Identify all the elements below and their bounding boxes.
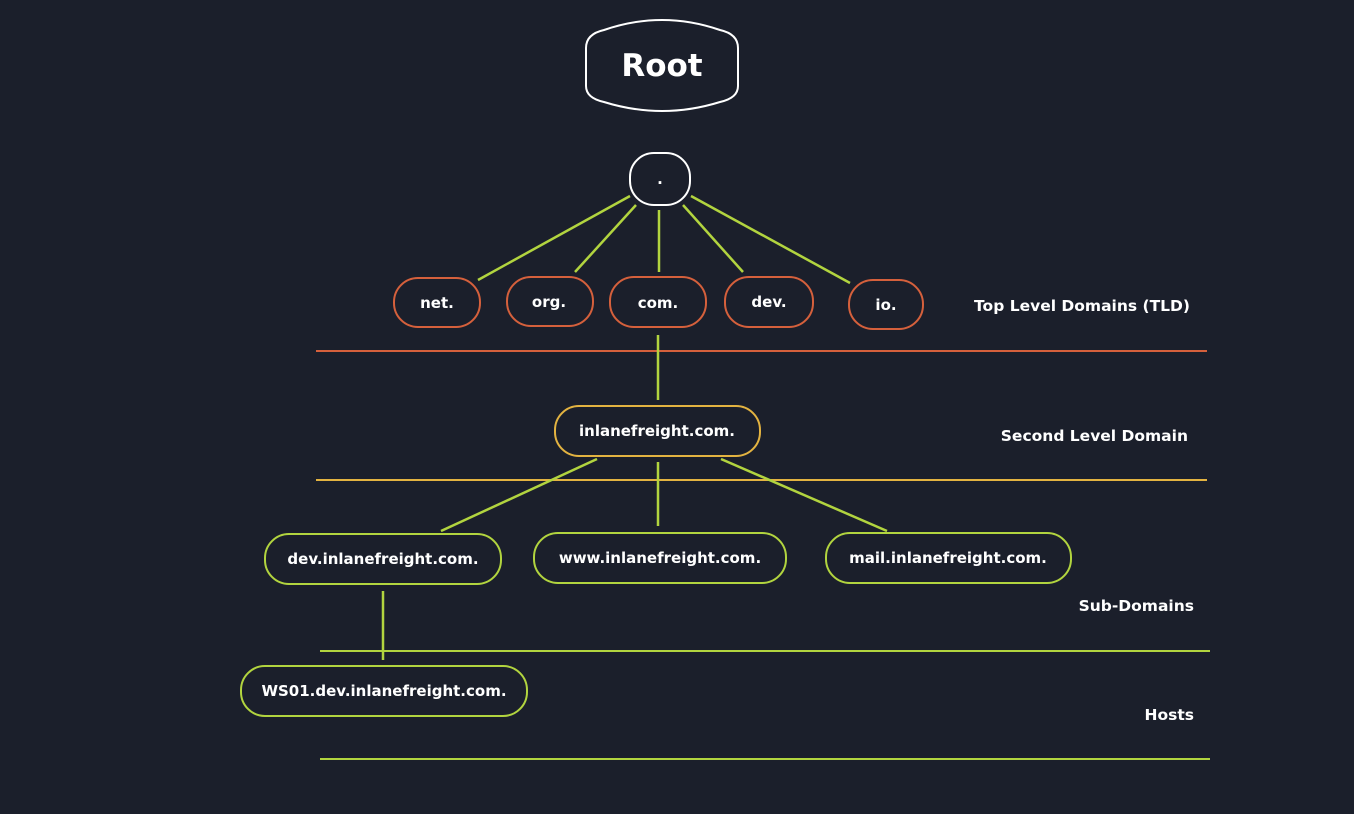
tld-node-io: io. — [848, 279, 924, 330]
root-connectors — [477, 194, 851, 285]
root-dot-node: . — [629, 152, 691, 206]
subdomain-label-www: www.inlanefreight.com. — [559, 549, 761, 567]
tld-node-net: net. — [393, 277, 481, 328]
root-dot-shape — [629, 152, 691, 206]
level-label-sub: Sub-Domains — [1079, 597, 1194, 615]
root-label: Root — [621, 48, 702, 84]
subdomain-nodes: dev.inlanefreight.com. www.inlanefreight… — [264, 532, 1072, 585]
connector-root-org — [574, 204, 637, 273]
subdomain-node-dev-shape — [264, 533, 502, 585]
tld-node-org: org. — [506, 276, 594, 327]
subdomain-node-www-shape — [533, 532, 787, 584]
tld-node-org-shape — [506, 276, 594, 327]
connector-root-dev — [682, 204, 744, 273]
tld-node-dev-shape — [724, 276, 814, 328]
subdomain-node-www: www.inlanefreight.com. — [533, 532, 787, 584]
host-node: WS01.dev.inlanefreight.com. — [240, 665, 528, 717]
subdomain-label-mail: mail.inlanefreight.com. — [849, 549, 1047, 567]
tld-label-io: io. — [875, 296, 896, 314]
tld-node-net-shape — [393, 277, 481, 328]
tld-label-net: net. — [420, 294, 454, 312]
tld-label-org: org. — [532, 293, 566, 311]
level-label-hosts: Hosts — [1145, 706, 1194, 724]
subdomain-label-dev: dev.inlanefreight.com. — [287, 550, 478, 568]
subdomain-node-dev: dev.inlanefreight.com. — [264, 533, 502, 585]
root-box: Root — [585, 19, 739, 112]
tld-node-com: com. — [609, 276, 707, 328]
connector-second-dev — [440, 457, 598, 533]
root-box-shape — [585, 19, 739, 112]
subdomain-node-mail-shape — [825, 532, 1072, 584]
host-label: WS01.dev.inlanefreight.com. — [261, 682, 506, 700]
root-dot-label: . — [657, 170, 663, 188]
tld-nodes: net. org. com. dev. io. — [393, 276, 924, 330]
host-node-shape — [240, 665, 528, 717]
tld-label-dev: dev. — [751, 293, 786, 311]
tld-node-com-shape — [609, 276, 707, 328]
connector-root-io — [690, 194, 851, 285]
level-label-tld: Top Level Domains (TLD) — [974, 297, 1190, 315]
second-level-shape — [554, 405, 761, 457]
tld-node-io-shape — [848, 279, 924, 330]
tld-node-dev: dev. — [724, 276, 814, 328]
second-level-node: inlanefreight.com. — [554, 405, 761, 457]
tld-label-com: com. — [638, 294, 679, 312]
connector-root-net — [477, 194, 631, 282]
connector-second-mail — [720, 457, 888, 533]
second-level-label: inlanefreight.com. — [579, 422, 735, 440]
subdomain-node-mail: mail.inlanefreight.com. — [825, 532, 1072, 584]
second-level-connectors — [440, 457, 888, 533]
level-label-second: Second Level Domain — [1001, 427, 1188, 445]
